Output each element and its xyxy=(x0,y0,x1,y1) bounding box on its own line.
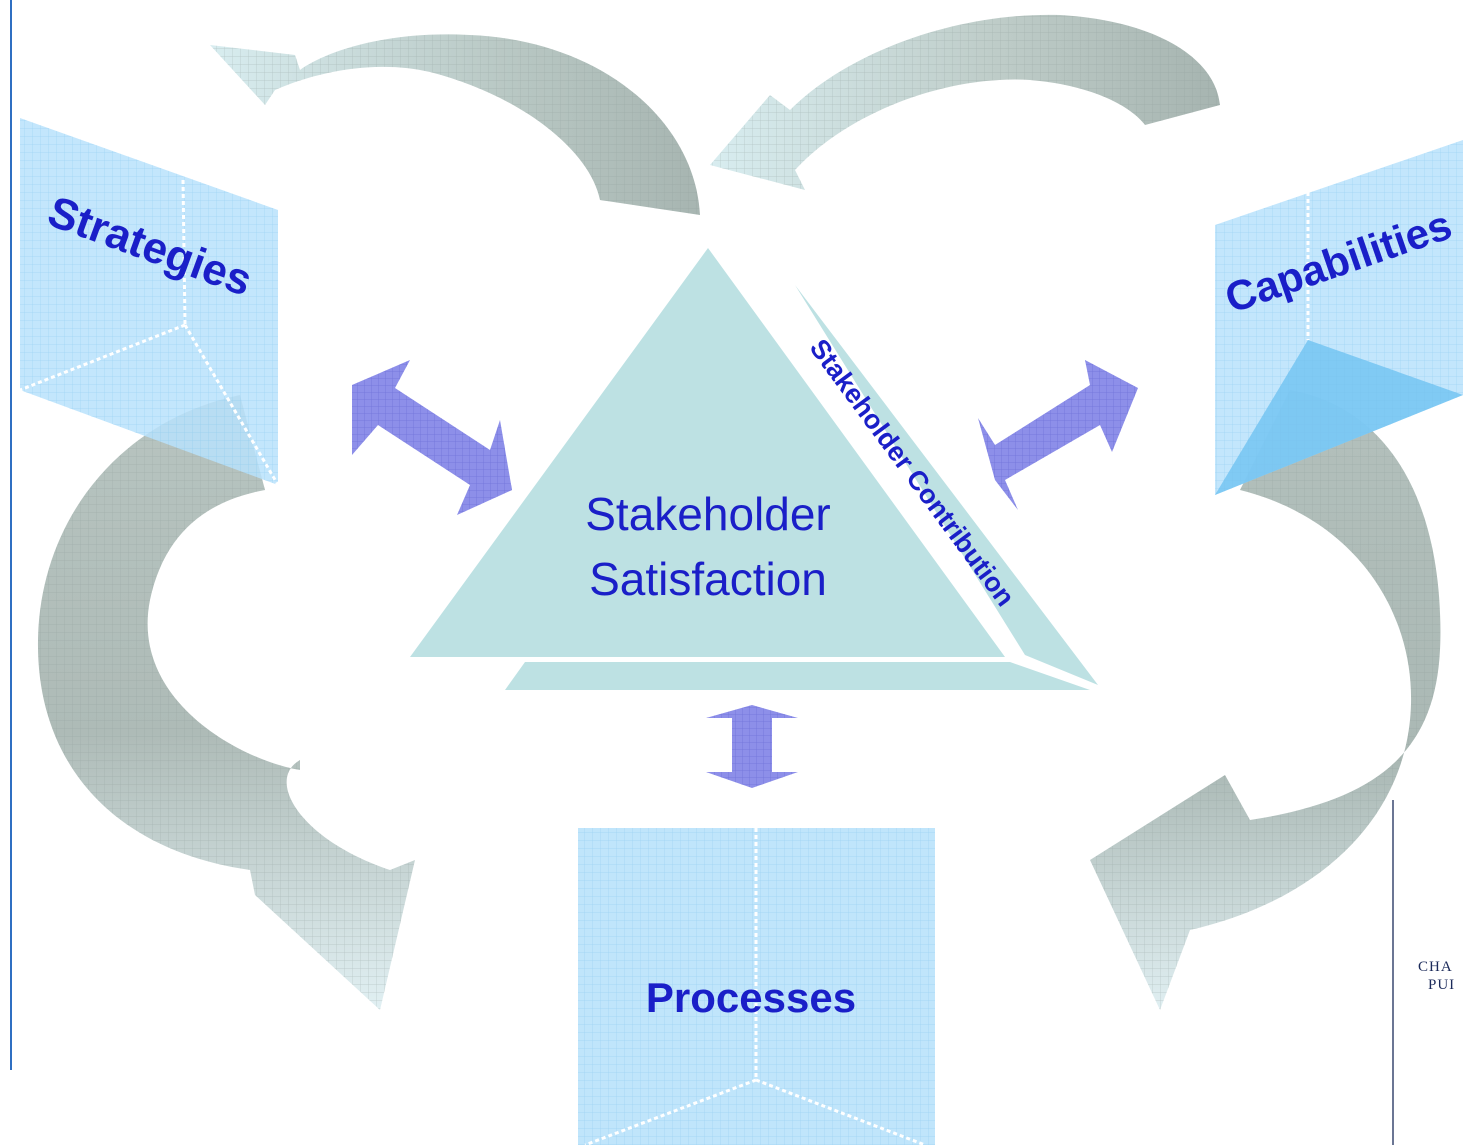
top-left-curved-arrow xyxy=(210,34,700,216)
corner-text: CHA PUI xyxy=(1418,958,1463,994)
strategies-box: Strategies xyxy=(19,118,280,486)
capabilities-box: Capabilities xyxy=(1215,140,1463,495)
bottom-double-arrow xyxy=(706,705,798,788)
processes-label: Processes xyxy=(646,974,856,1021)
corner-text-line1: CHA xyxy=(1418,959,1453,975)
left-curved-arrow xyxy=(37,395,415,1010)
left-double-arrow xyxy=(352,360,512,515)
processes-box: Processes xyxy=(578,828,935,1145)
center-title-line2: Satisfaction xyxy=(589,553,827,605)
top-right-curved-arrow xyxy=(710,14,1220,190)
right-double-arrow xyxy=(978,360,1138,510)
corner-text-line2: PUI xyxy=(1428,977,1456,993)
center-title-line1: Stakeholder xyxy=(585,488,831,540)
right-curved-arrow xyxy=(1090,390,1441,1010)
satisfaction-triangle: Stakeholder Satisfaction Stakeholder Con… xyxy=(410,248,1098,690)
